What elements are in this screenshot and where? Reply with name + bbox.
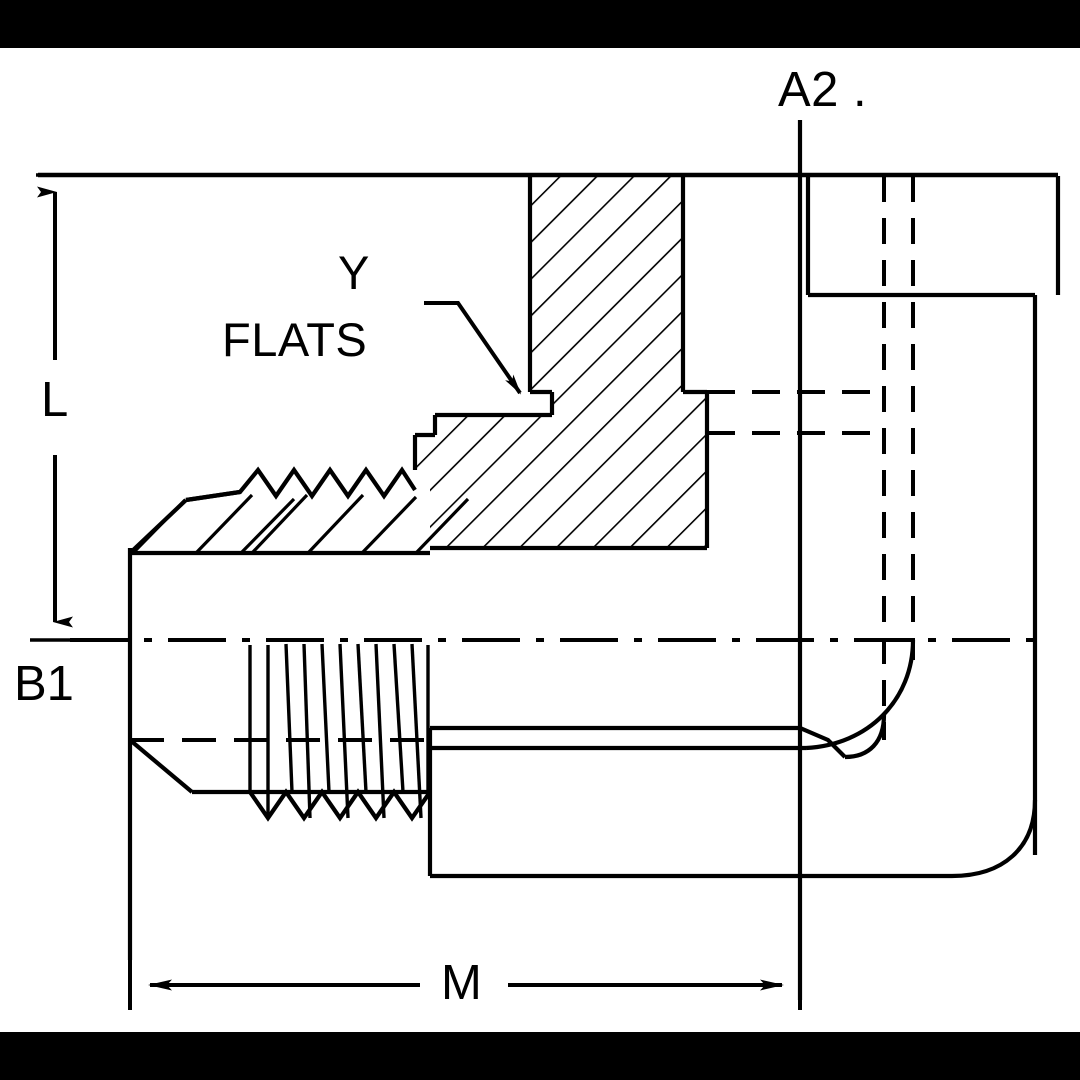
hidden-bore-lines	[707, 390, 884, 435]
male-thread-flanks-lower	[248, 643, 430, 819]
male-thread-profile-lower	[248, 788, 432, 822]
dimension-L-extension-lines	[30, 173, 126, 642]
elbow-inner-curve	[430, 639, 916, 760]
outline-vertical-port	[805, 176, 1061, 855]
letterbox-bar-top	[0, 0, 1080, 48]
dimension-label-m: M	[441, 956, 482, 1010]
callout-label-y: Y	[338, 246, 370, 299]
outline-elbow-outer-sweep	[430, 799, 1038, 879]
y-flats-leader-line	[424, 301, 522, 395]
callout-label-flats: FLATS	[222, 313, 368, 366]
outline-hex-body	[412, 176, 710, 551]
dimension-label-b1: B1	[14, 657, 74, 711]
hidden-thread-vertical-port	[882, 176, 915, 740]
outline-male-end-upper	[128, 489, 430, 556]
outline-male-pipe-end	[127, 548, 433, 960]
letterbox-bar-bottom	[0, 1032, 1080, 1080]
dimension-label-a2: A2 .	[778, 63, 868, 117]
male-thread-profile-upper	[185, 466, 417, 503]
section-hatching-body	[415, 175, 707, 548]
dimension-M-extension-lines	[128, 940, 802, 1010]
dimension-label-l: L	[41, 373, 69, 427]
